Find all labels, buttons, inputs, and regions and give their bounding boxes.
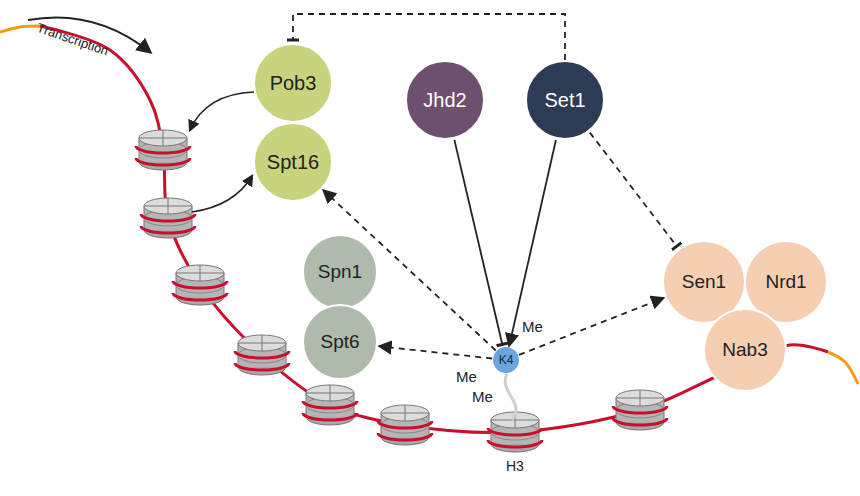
methyl-label: Me: [472, 388, 493, 405]
node-text: Nab3: [722, 339, 767, 361]
methyl-label: Me: [522, 318, 543, 335]
nucleosome: [136, 130, 190, 170]
node-text: Jhd2: [423, 89, 466, 112]
nucleosome: [141, 198, 195, 238]
dna-strand: [40, 26, 828, 433]
methyl-label: Me: [456, 368, 477, 385]
fact-to-nucleosome-arrow: [190, 92, 254, 130]
node-text: Spn1: [318, 261, 362, 283]
nucleosome-to-fact-arrow: [192, 176, 252, 212]
dna-strand: [0, 26, 858, 433]
histone-label: H3: [506, 458, 524, 474]
protein-circle: Pob3: [253, 43, 333, 123]
protein-circle: Set1: [525, 60, 605, 140]
inhibition-connector: [454, 140, 502, 345]
nucleosome: [613, 390, 667, 430]
node-text: Sen1: [682, 271, 726, 293]
dna-end: [0, 26, 40, 32]
protein-circle: Nab3: [703, 308, 787, 392]
residue-circle: K4: [493, 347, 519, 373]
protein-circle: Spt6: [302, 304, 378, 380]
nucleosome: [235, 335, 289, 375]
node-text: Set1: [544, 89, 585, 112]
nucleosome: [303, 385, 357, 425]
node-text: Spt16: [267, 151, 319, 174]
nucleosome: [378, 405, 432, 445]
nucleosomes: [136, 130, 667, 452]
inhibition-connector: [293, 14, 565, 60]
dna-end: [828, 352, 858, 384]
activation-connector: [509, 140, 556, 346]
node-text: Spt6: [320, 331, 359, 353]
nucleosome: [173, 265, 227, 305]
protein-circle: Spn1: [302, 234, 378, 310]
process-label: Transcription: [35, 20, 110, 58]
node-text: Nrd1: [765, 271, 806, 293]
inhibition-connector: [590, 133, 677, 247]
activation-connector: [519, 298, 664, 355]
protein-circle: Spt16: [253, 122, 333, 202]
activation-connector: [379, 346, 492, 358]
node-text: Pob3: [270, 72, 317, 95]
histone-tail: [505, 374, 516, 420]
node-text: K4: [499, 353, 514, 367]
protein-circle: Jhd2: [405, 60, 485, 140]
